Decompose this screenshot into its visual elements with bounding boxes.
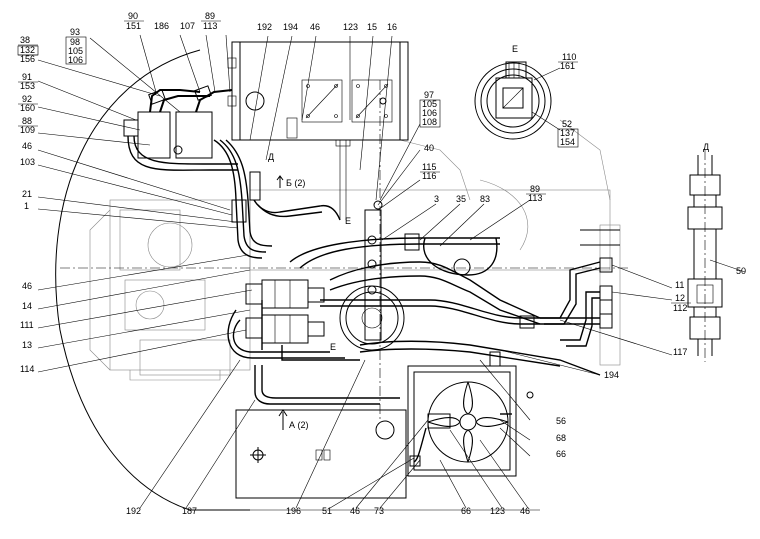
label-35: 35 [456,194,466,204]
filter-valve-cluster [123,85,238,171]
engine-block-background [89,119,621,381]
label-111: 111 [20,320,34,330]
mark-a2: А (2) [289,420,309,430]
label-154: 154 [560,137,575,147]
label-105-r: 105 [422,99,437,109]
label-38: 38 [20,35,30,45]
label-detail-e-title: Е [512,44,518,54]
label-40: 40 [424,143,434,153]
engine-contour [55,49,250,511]
leader-lines-right [377,67,746,457]
label-52: 52 [562,119,572,129]
label-11: 11 [675,280,684,290]
label-106: 106 [68,55,83,65]
label-151: 151 [126,21,141,31]
leader-lines-bottom [139,359,529,509]
lower-tank [235,365,407,499]
label-105: 105 [68,46,83,56]
label-93: 93 [70,27,80,37]
label-161: 161 [560,61,575,71]
label-50: 50 [736,266,746,276]
control-valve-block [227,279,360,361]
label-21: 21 [22,189,32,199]
label-51: 51 [322,506,332,516]
mark-d: Д [268,152,274,162]
label-192-bottom: 192 [126,506,141,516]
label-107: 107 [180,21,195,31]
label-114: 114 [20,364,34,374]
label-116: 116 [422,171,436,181]
label-89-r: 89 [530,184,540,194]
label-137: 137 [560,128,575,138]
mark-e: Е [330,342,336,352]
label-113: 113 [203,21,217,31]
label-110: 110 [562,52,576,62]
hydraulic-tank [227,41,409,220]
label-132: 132 [20,45,35,55]
label-46-bottom: 46 [350,506,360,516]
label-3: 3 [434,194,439,204]
label-123-top: 123 [343,22,358,32]
label-68: 68 [556,433,566,443]
label-115: 115 [422,162,436,172]
leader-lines-top [139,34,393,201]
label-108: 108 [422,117,437,127]
label-187: 187 [182,506,197,516]
label-91: 91 [22,72,32,82]
label-92: 92 [22,94,32,104]
label-83: 83 [480,194,490,204]
oil-cooler [407,365,534,477]
label-46-bottom-right: 46 [520,506,530,516]
right-label-group: 97 105 106 108 40 115 116 3 35 83 89 113… [419,44,746,459]
label-156: 156 [20,54,35,64]
label-106-r: 106 [422,108,437,118]
label-194-r: 194 [604,370,619,380]
label-16: 16 [387,22,397,32]
label-46-lower: 46 [22,281,32,291]
label-97: 97 [424,90,434,100]
label-113-r: 113 [528,193,542,203]
label-123-bottom: 123 [490,506,505,516]
bottom-label-row: 192 187 196 51 46 73 66 123 46 [126,506,530,516]
detail-d-fitting [687,150,723,362]
top-label-row: 93 98 105 106 90 151 186 107 89 113 192 … [65,11,397,65]
label-46-top: 46 [310,22,320,32]
label-detail-d-title: Д [703,142,709,152]
label-12: 12 [675,293,685,303]
label-46-upper: 46 [22,141,32,151]
hose-run-right [289,233,601,376]
label-89: 89 [205,11,215,21]
label-73: 73 [374,506,384,516]
label-13: 13 [22,340,32,350]
pipe-fittings-right [540,229,620,347]
label-186: 186 [154,21,169,31]
label-192-top: 192 [257,22,272,32]
leader-lines-left [37,37,253,373]
label-109: 109 [20,125,35,135]
label-90: 90 [128,11,138,21]
label-66-bottom: 66 [461,506,471,516]
label-14: 14 [22,301,32,311]
mark-b2: Б (2) [286,178,305,188]
label-1: 1 [24,201,29,211]
label-98: 98 [70,37,80,47]
detail-e-inset [474,61,552,140]
label-194-top: 194 [283,22,298,32]
label-160: 160 [20,103,35,113]
label-66-r: 66 [556,449,566,459]
label-88: 88 [22,116,32,126]
left-label-column: 38 132 156 91 153 92 160 88 109 46 103 2… [17,35,39,374]
mark-e2: Е [345,216,351,226]
label-103: 103 [20,157,35,167]
label-153: 153 [20,81,35,91]
label-112: 112 [673,303,687,313]
label-196: 196 [286,506,301,516]
section-marks: Б (2) А (2) Д Е Е [268,152,351,430]
label-117: 117 [673,347,687,357]
hose-bundle-left [213,139,341,259]
label-15: 15 [367,22,377,32]
label-56: 56 [556,416,566,426]
